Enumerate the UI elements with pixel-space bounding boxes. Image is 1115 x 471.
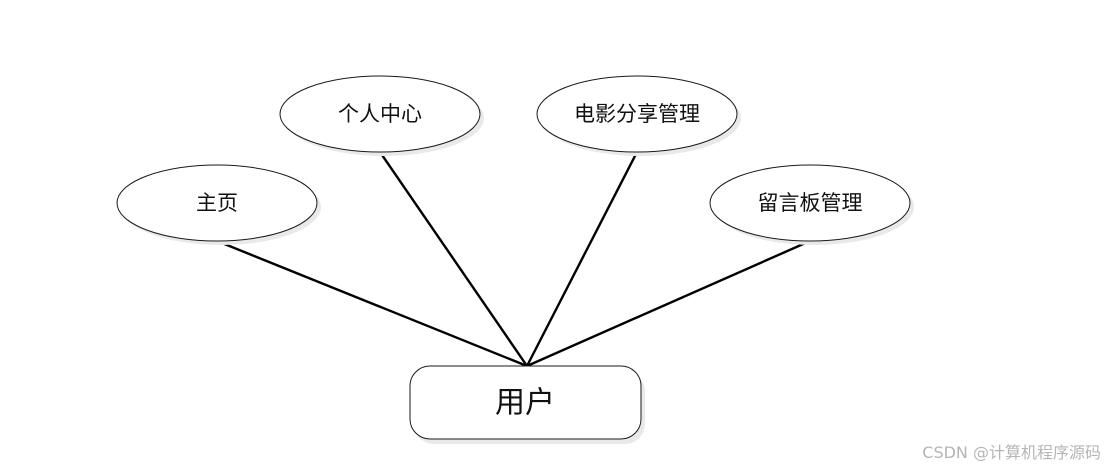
- connector-movie-share-management: [525, 150, 639, 368]
- node-movie-share-management-label: 电影分享管理: [574, 102, 700, 126]
- node-user-label: 用户: [495, 386, 555, 421]
- connector-message-board-management: [525, 239, 812, 368]
- node-movie-share-management-ellipse: [536, 75, 738, 153]
- node-message-board-management-ellipse: [709, 164, 911, 242]
- connector-personal-center: [378, 150, 529, 368]
- node-message-board-management-label: 留言板管理: [758, 191, 863, 215]
- node-movie-share-management: 电影分享管理: [536, 75, 741, 156]
- node-message-board-management: 留言板管理: [709, 164, 914, 245]
- node-personal-center-ellipse: [279, 75, 481, 153]
- node-user: 用户: [409, 365, 645, 444]
- connector-homepage: [215, 239, 529, 368]
- watermark-text: CSDN @计算机程序源码: [922, 443, 1101, 462]
- node-homepage-label: 主页: [196, 191, 238, 215]
- node-personal-center-label: 个人中心: [338, 102, 422, 126]
- node-user-box: [409, 365, 642, 440]
- node-homepage-ellipse: [116, 164, 318, 242]
- node-personal-center: 个人中心: [279, 75, 484, 156]
- node-homepage: 主页: [116, 164, 321, 245]
